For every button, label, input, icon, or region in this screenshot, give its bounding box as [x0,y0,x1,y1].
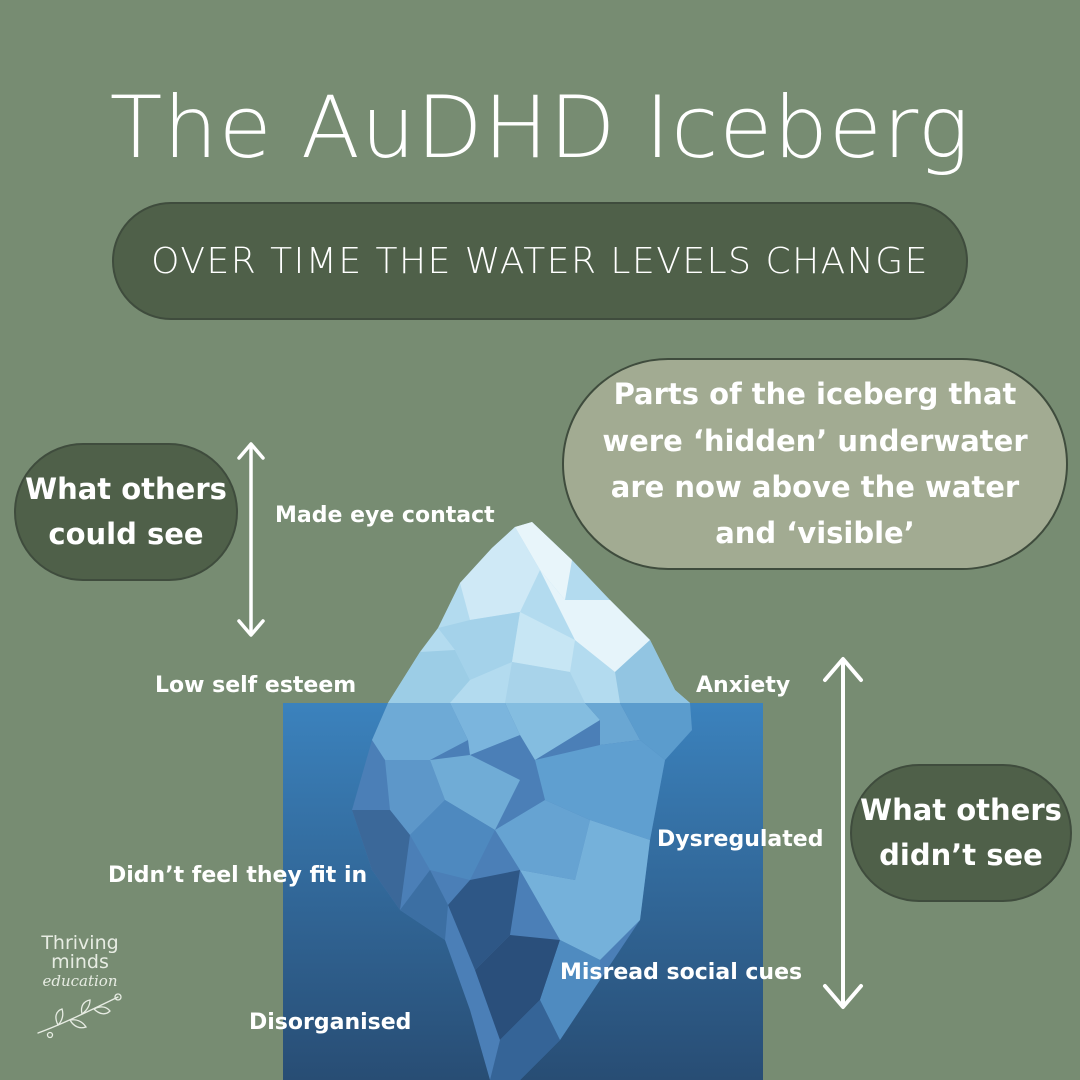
visible-callout: What others could see [14,443,238,581]
label-dysregulated: Dysregulated [657,827,824,852]
page-title: The AuDHD Iceberg [109,78,971,178]
label-low-self-esteem: Low self esteem [155,673,357,698]
iceberg-tip [388,522,690,703]
hidden-callout-line: didn’t see [879,838,1043,872]
change-callout-line: are now above the water [610,470,1020,504]
label-eye-contact: Made eye contact [275,503,495,528]
subtitle-text: OVER TIME THE WATER LEVELS CHANGE [151,240,929,282]
change-callout-line: Parts of the iceberg that [613,377,1017,412]
visible-callout-line: could see [48,517,204,551]
hidden-callout: What others didn’t see [850,764,1072,902]
logo-line: minds [51,951,109,973]
label-anxiety: Anxiety [696,673,791,698]
hidden-range-arrow [823,657,863,1009]
logo-line: Thriving [41,932,119,954]
visible-callout-line: What others [25,472,227,507]
hidden-callout-line: What others [860,793,1062,828]
iceberg-underwater [352,703,692,1080]
label-fit-in: Didn’t feel they fit in [108,863,368,888]
change-callout: Parts of the iceberg that were ‘hidden’ … [562,358,1068,570]
visible-range-arrow [237,442,265,637]
label-social-cues: Misread social cues [560,960,803,985]
label-disorganised: Disorganised [249,1010,412,1035]
brand-logo: Thriving minds education [30,934,130,1045]
floral-sprig-icon [37,993,122,1039]
change-callout-line: and ‘visible’ [715,516,915,551]
change-callout-line: were ‘hidden’ underwater [602,423,1028,458]
subtitle-banner: OVER TIME THE WATER LEVELS CHANGE [112,202,968,320]
logo-line: education [42,972,118,990]
